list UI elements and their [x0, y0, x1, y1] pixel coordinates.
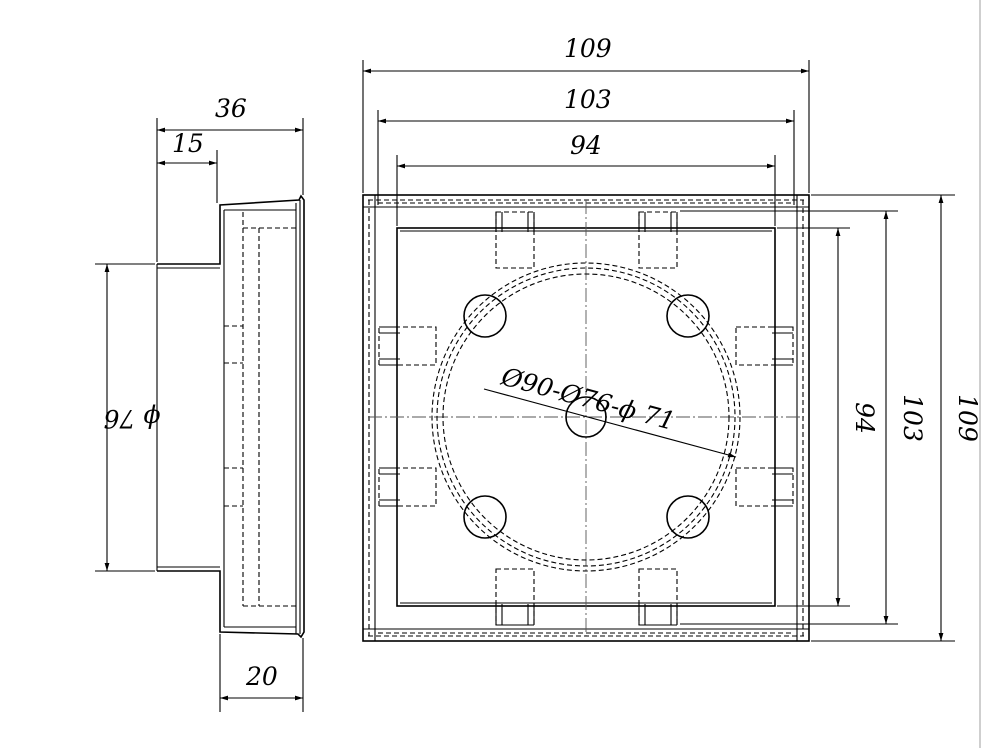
leader-circle-callout [483, 388, 737, 458]
circle-phi71 [442, 273, 730, 561]
hole-bottom-right [666, 495, 710, 539]
hole-top-right [666, 294, 710, 338]
tabs-bottom [495, 568, 678, 626]
dim-text-20: 20 [245, 662, 278, 691]
dim-text-109-right: 109 [953, 394, 982, 442]
dim-text-109-top: 109 [564, 34, 612, 63]
dim-text-36: 36 [215, 94, 247, 123]
circle-phi76 [436, 267, 736, 567]
dim-text-103-right: 103 [898, 394, 927, 442]
tabs-left [378, 326, 437, 507]
dim-text-103-top: 103 [564, 85, 612, 114]
tabs-right [735, 326, 794, 507]
circle-phi90 [431, 262, 741, 572]
hole-top-left [463, 294, 507, 338]
side-view: 36 15 20 ϕ 76 [95, 94, 305, 712]
side-pipe-outline [157, 194, 305, 639]
dim-text-phi76: ϕ 76 [104, 404, 161, 433]
window-edge [979, 0, 981, 748]
dim-text-94-top: 94 [570, 131, 602, 160]
dim-text-94-right: 94 [850, 402, 879, 434]
dim-text-15: 15 [172, 129, 204, 158]
front-view: Ø90-Ø76-ϕ 71 109 103 94 109 103 94 [362, 34, 982, 642]
outer-plate [362, 194, 810, 642]
hole-center [565, 396, 607, 438]
tabs-top [495, 211, 678, 269]
hole-bottom-left [463, 495, 507, 539]
dim-text-circles: Ø90-Ø76-ϕ 71 [497, 362, 678, 436]
